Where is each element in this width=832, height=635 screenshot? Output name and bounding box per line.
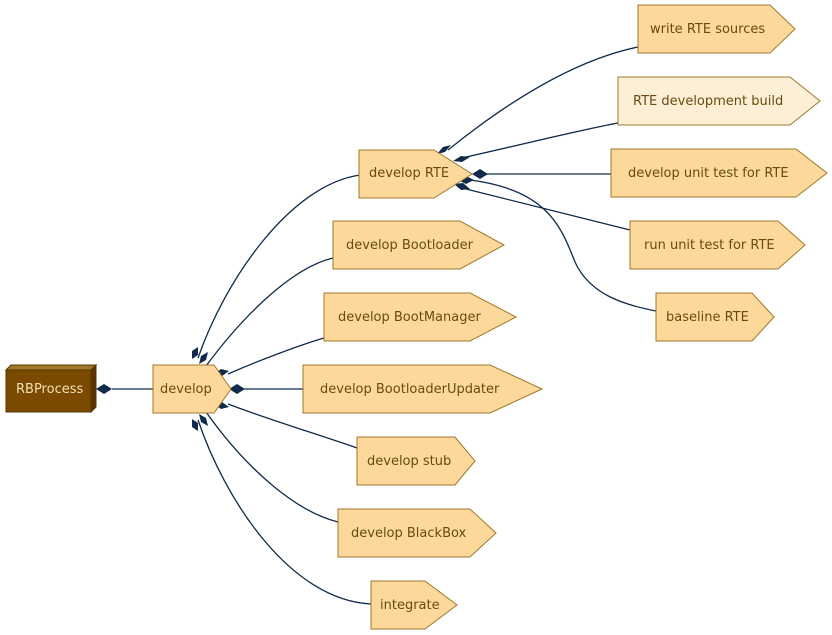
node-run-unit-test-rte[interactable]: run unit test for RTE (629, 220, 806, 270)
node-develop-unit-test-rte-label: develop unit test for RTE (628, 166, 789, 181)
diamond-icon (96, 384, 112, 394)
node-develop-shape (152, 364, 232, 414)
diamond-icon (199, 414, 208, 426)
diamond-icon (192, 347, 198, 359)
node-integrate-shape (370, 580, 458, 630)
diamond-icon (437, 145, 451, 154)
diamond-icon (454, 183, 470, 190)
node-rbprocess-side (90, 363, 97, 414)
edge-develop-rte-baseline-rte (469, 179, 657, 312)
node-rte-development-build-shape (617, 76, 821, 126)
node-develop-rte[interactable]: develop RTE (358, 149, 473, 199)
diamond-icon (229, 384, 245, 394)
node-develop-blackbox-label: develop BlackBox (351, 526, 467, 541)
edges (112, 46, 657, 605)
node-develop[interactable]: develop (152, 364, 232, 414)
node-baseline-rte-shape (655, 292, 775, 342)
node-write-rte-sources-shape (637, 4, 796, 54)
edge-develop-develop-bootmanager (227, 337, 325, 375)
node-integrate-label: integrate (380, 598, 440, 613)
node-develop-bootloaderupdater-shape (302, 364, 544, 414)
node-develop-blackbox[interactable]: develop BlackBox (337, 508, 497, 558)
edge-develop-develop-stub (227, 403, 358, 449)
node-rbprocess-top (4, 364, 98, 371)
node-develop-label: develop (160, 382, 212, 397)
diamond-icon (192, 419, 198, 431)
node-rte-development-build-label: RTE development build (633, 94, 783, 109)
node-write-rte-sources[interactable]: write RTE sources (637, 4, 796, 54)
node-develop-bootmanager-label: develop BootManager (338, 310, 481, 325)
node-baseline-rte[interactable]: baseline RTE (655, 292, 775, 342)
edge-develop-rte-run-unit-test (465, 188, 631, 231)
node-develop-bootloader-shape (332, 220, 506, 270)
node-baseline-rte-label: baseline RTE (666, 310, 749, 325)
node-rte-development-build[interactable]: RTE development build (617, 76, 821, 126)
node-develop-bootmanager[interactable]: develop BootManager (323, 292, 518, 342)
diamond-icon (453, 156, 470, 162)
diamond-icon (472, 169, 488, 179)
edge-develop-develop-rte (197, 174, 361, 359)
node-develop-bootloader[interactable]: develop Bootloader (332, 220, 506, 270)
node-develop-bootloaderupdater[interactable]: develop BootloaderUpdater (302, 364, 544, 414)
node-develop-rte-label: develop RTE (369, 166, 449, 181)
node-integrate[interactable]: integrate (370, 580, 458, 630)
node-develop-stub-label: develop stub (367, 454, 451, 469)
node-develop-blackbox-shape (337, 508, 497, 558)
node-develop-stub[interactable]: develop stub (356, 436, 476, 486)
node-write-rte-sources-label: write RTE sources (650, 22, 765, 37)
edge-develop-develop-bootloader (205, 257, 334, 367)
node-rbprocess-label: RBProcess (16, 382, 83, 397)
node-develop-bootloader-label: develop Bootloader (346, 238, 474, 253)
node-develop-bootmanager-shape (323, 292, 518, 342)
node-develop-rte-shape (358, 149, 473, 199)
node-develop-unit-test-rte-shape (610, 148, 828, 198)
node-develop-bootloaderupdater-label: develop BootloaderUpdater (320, 382, 500, 397)
node-develop-unit-test-rte[interactable]: develop unit test for RTE (610, 148, 828, 198)
node-run-unit-test-rte-label: run unit test for RTE (644, 238, 775, 253)
node-rbprocess[interactable]: RBProcess (4, 363, 98, 414)
node-develop-stub-shape (356, 436, 476, 486)
diamond-icon (199, 352, 208, 364)
node-rbprocess-front (5, 369, 92, 413)
node-run-unit-test-rte-shape (629, 220, 806, 270)
edge-develop-develop-blackbox (205, 411, 339, 523)
edge-develop-integrate (197, 419, 372, 605)
edge-develop-rte-rte-development-build (465, 122, 619, 158)
edge-develop-rte-write-rte-sources (447, 46, 639, 151)
